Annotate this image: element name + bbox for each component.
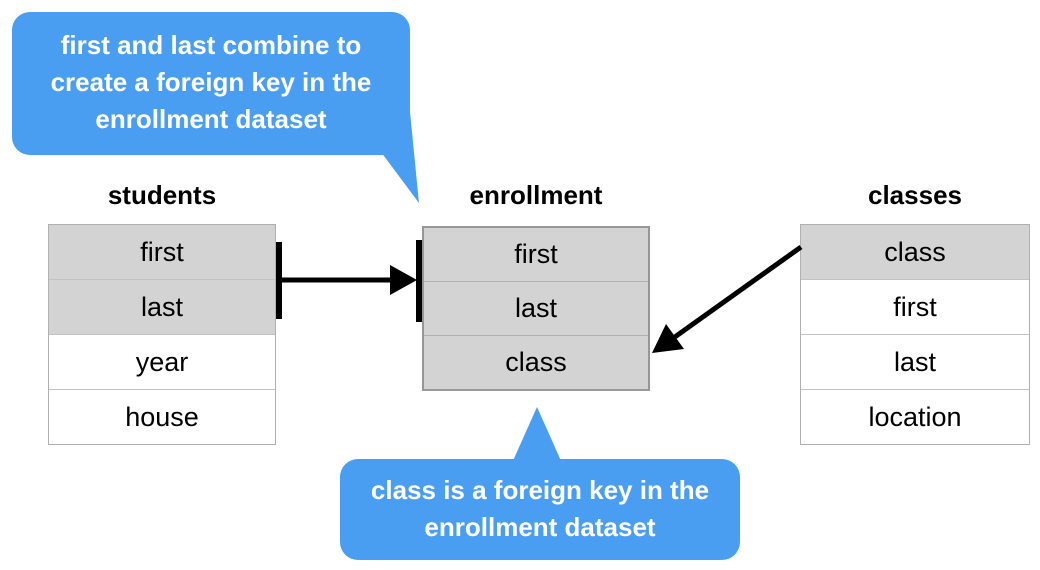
field-label: year <box>135 347 189 377</box>
students-table-title: students <box>107 180 217 210</box>
callout-text-line: class is a foreign key in the <box>370 475 710 505</box>
field-label: house <box>125 402 199 432</box>
callout-text-line: enrollment dataset <box>424 512 656 542</box>
field-label: class <box>884 237 946 267</box>
callout-text-line: create a foreign key in the <box>50 67 372 97</box>
table-row: first <box>49 225 275 280</box>
callout-composite-foreign-key: first and last combine to create a forei… <box>12 12 410 155</box>
students-table-box: first last year house <box>48 224 276 445</box>
classes-table-title: classes <box>868 180 962 210</box>
enrollment-table-box: first last class <box>422 226 650 391</box>
classes-table-box: class first last location <box>800 224 1030 445</box>
field-label: first <box>893 292 937 322</box>
field-label: class <box>505 347 567 377</box>
classes-table: classes class first last location <box>800 178 1030 445</box>
fk-arrow-students-enrollment <box>276 240 422 322</box>
table-row: house <box>49 390 275 444</box>
enrollment-table-title: enrollment <box>469 180 603 210</box>
table-row: first <box>424 228 648 282</box>
callout-class-foreign-key: class is a foreign key in the enrollment… <box>340 459 740 560</box>
arrowhead-icon <box>652 324 684 353</box>
table-row: class <box>801 225 1029 280</box>
table-row: last <box>801 335 1029 390</box>
enrollment-table: enrollment first last class <box>422 178 650 391</box>
students-table: students first last year house <box>48 178 276 445</box>
arrow-shaft <box>670 244 803 342</box>
callout-text-line: first and last combine to <box>60 30 362 60</box>
callout-tail-bottom <box>512 407 562 463</box>
field-label: first <box>140 237 184 267</box>
table-row: first <box>801 280 1029 335</box>
callout-text-line: enrollment dataset <box>95 104 327 134</box>
table-row: class <box>424 336 648 389</box>
table-row: last <box>424 282 648 336</box>
field-label: last <box>893 347 937 377</box>
field-label: last <box>140 292 184 322</box>
field-label: last <box>514 293 558 323</box>
table-row: location <box>801 390 1029 444</box>
join-bar-students <box>276 242 282 319</box>
fk-arrow-classes-enrollment <box>652 244 803 353</box>
field-label: first <box>514 239 558 269</box>
table-row: last <box>49 280 275 335</box>
field-label: location <box>868 402 962 432</box>
table-row: year <box>49 335 275 390</box>
arrowhead-icon <box>390 265 417 295</box>
